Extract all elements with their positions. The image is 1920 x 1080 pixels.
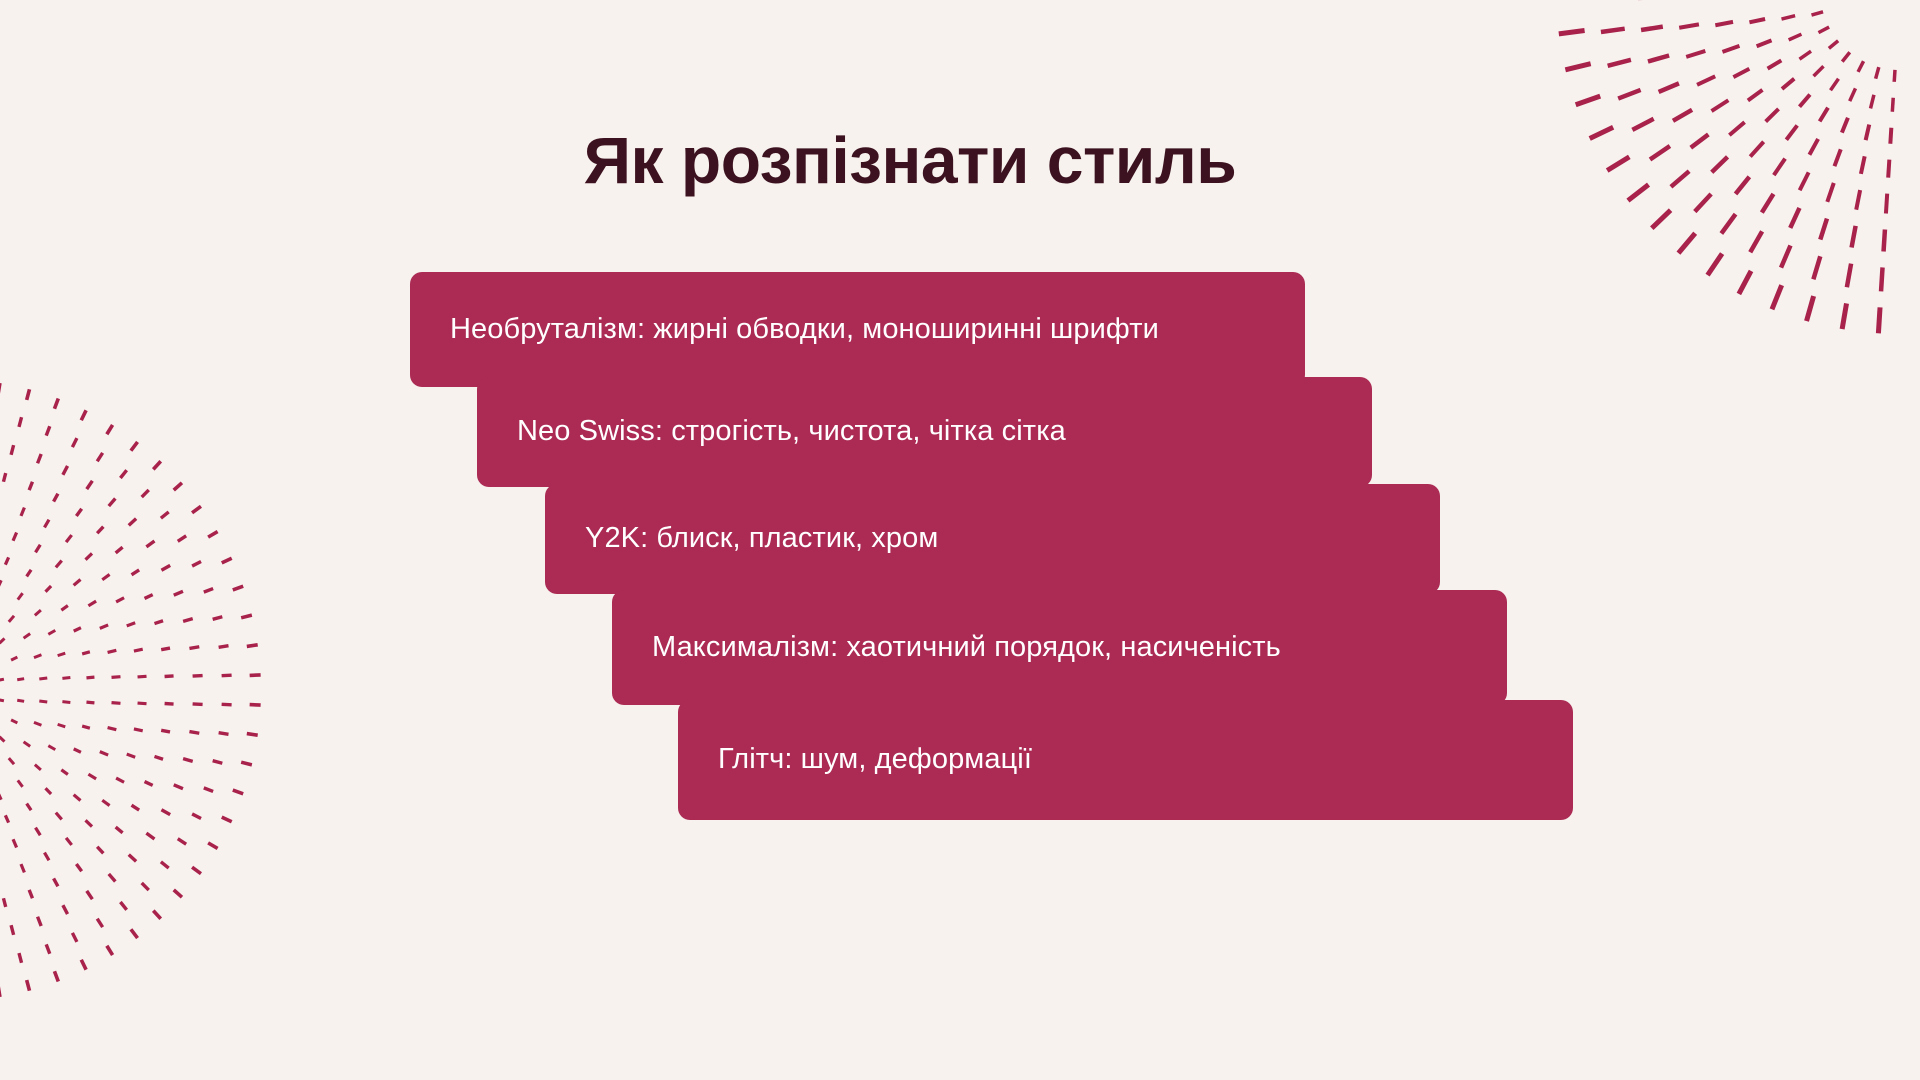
step-label: Y2K: блиск, пластик, хром xyxy=(585,522,939,555)
step-neo-swiss[interactable]: Neo Swiss: строгість, чистота, чітка сіт… xyxy=(477,377,1372,487)
step-glitch[interactable]: Глітч: шум, деформації xyxy=(678,700,1573,820)
step-neobrutalism[interactable]: Необруталізм: жирні обводки, моноширинні… xyxy=(410,272,1305,387)
step-label: Neo Swiss: строгість, чистота, чітка сіт… xyxy=(517,415,1066,448)
step-label: Необруталізм: жирні обводки, моноширинні… xyxy=(450,312,1159,345)
steps-cascade: Необруталізм: жирні обводки, моноширинні… xyxy=(0,272,1920,972)
page-title: Як розпізнати стиль xyxy=(583,123,1237,197)
step-y2k[interactable]: Y2K: блиск, пластик, хром xyxy=(545,484,1440,594)
step-label: Максималізм: хаотичний порядок, насичені… xyxy=(652,630,1281,663)
step-label: Глітч: шум, деформації xyxy=(718,743,1032,776)
step-maximalism[interactable]: Максималізм: хаотичний порядок, насичені… xyxy=(612,590,1507,705)
